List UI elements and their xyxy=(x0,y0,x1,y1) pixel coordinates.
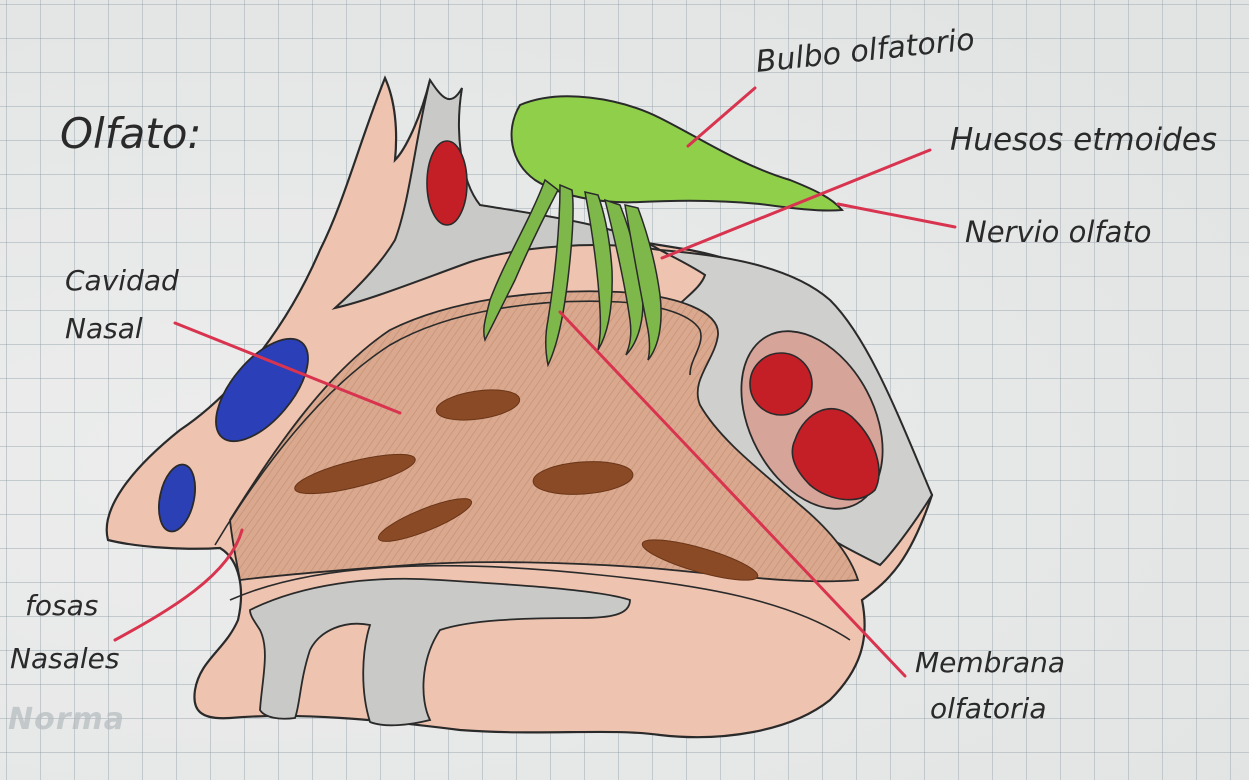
label-cavidad-line2: Nasal xyxy=(65,312,143,345)
watermark-logo: Norma xyxy=(8,702,125,737)
label-bulbo-olfatorio: Bulbo olfatorio xyxy=(754,22,976,80)
label-fosas-line2: Nasales xyxy=(10,642,119,675)
label-fosas-line1: fosas xyxy=(25,589,98,622)
red-orbit-upper xyxy=(750,353,812,415)
pointer-nervio xyxy=(838,204,955,227)
label-huesos-etmoides: Huesos etmoides xyxy=(950,122,1217,158)
red-frontal-sinus xyxy=(427,141,467,225)
pointer-bulbo xyxy=(688,88,755,146)
label-membrana-line2: olfatoria xyxy=(930,692,1046,725)
diagram-title: Olfato: xyxy=(60,109,202,158)
label-cavidad-line1: Cavidad xyxy=(65,264,179,297)
label-membrana-line1: Membrana xyxy=(915,646,1065,679)
label-nervio-olfato: Nervio olfato xyxy=(965,215,1152,249)
